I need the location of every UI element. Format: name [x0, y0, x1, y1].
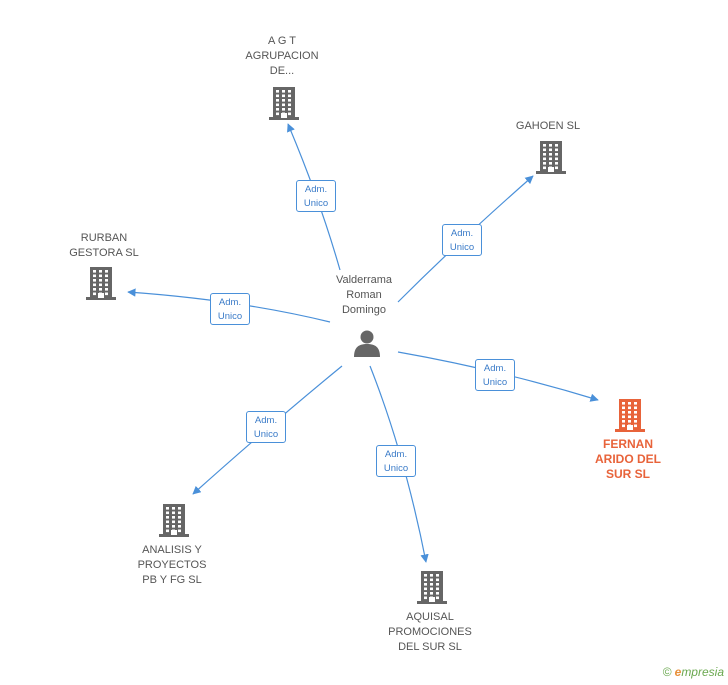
center-person-label[interactable]: Valderrama Roman Domingo	[335, 274, 393, 316]
edge-label-aquisal: Adm. Unico	[376, 445, 416, 477]
building-icon[interactable]	[416, 570, 448, 604]
node-label-aquisal[interactable]: AQUISAL PROMOCIONES DEL SUR SL	[388, 611, 472, 653]
footer-brand: ©empresia	[663, 665, 724, 679]
node-label-analisis[interactable]: ANALISIS Y PROYECTOS PB Y FG SL	[137, 544, 207, 586]
node-label-agt[interactable]: A G T AGRUPACION DE...	[245, 35, 319, 77]
node-label-gahoen[interactable]: GAHOEN SL	[515, 120, 581, 132]
building-icon[interactable]	[268, 86, 300, 120]
edge-label-gahoen: Adm. Unico	[442, 224, 482, 256]
edge-label-rurban: Adm. Unico	[210, 293, 250, 325]
building-icon[interactable]	[535, 140, 567, 174]
brand-logo-e: e	[674, 665, 682, 679]
edge-label-analisis: Adm. Unico	[246, 411, 286, 443]
edge-label-agt: Adm. Unico	[296, 180, 336, 212]
person-icon[interactable]	[353, 329, 381, 357]
building-icon[interactable]	[158, 503, 190, 537]
brand-logo-text: mpresia	[681, 665, 724, 679]
building-icon[interactable]	[614, 398, 646, 432]
node-label-rurban[interactable]: RURBAN GESTORA SL	[69, 232, 139, 259]
copyright-icon: ©	[662, 665, 672, 679]
node-label-fernan[interactable]: FERNAN ARIDO DEL SUR SL	[595, 437, 661, 481]
building-icon[interactable]	[85, 266, 117, 300]
edge-label-fernan: Adm. Unico	[475, 359, 515, 391]
